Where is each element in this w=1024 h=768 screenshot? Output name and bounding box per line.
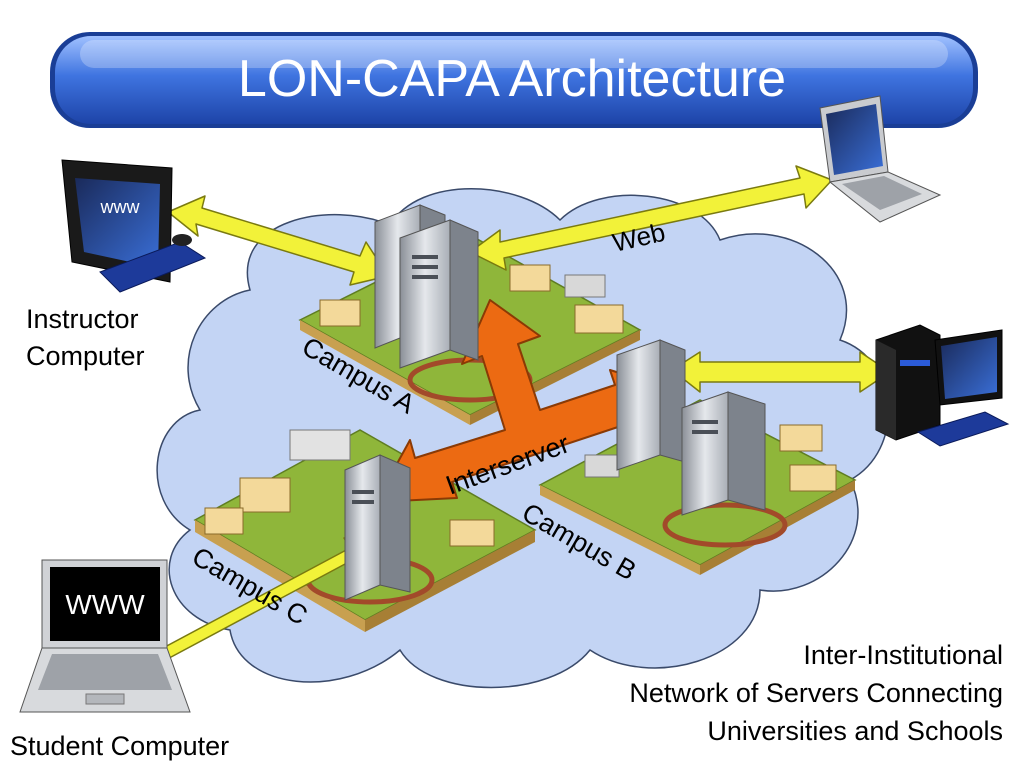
monitor-icon <box>934 329 1003 406</box>
interserver-arrow <box>375 299 669 503</box>
mouse-icon <box>172 234 192 246</box>
instructor-label-line2: Computer <box>26 341 145 371</box>
right-desktop <box>875 324 1010 447</box>
monitor-icon: www <box>61 159 173 283</box>
student-screen-text: WWW <box>65 589 145 620</box>
student-label: Student Computer <box>10 731 229 761</box>
page-title: LON-CAPA Architecture <box>238 50 786 108</box>
instructor-screen-text: www <box>100 197 141 217</box>
student-computer: WWW <box>19 559 191 713</box>
server-tower-icon <box>681 391 766 516</box>
desktop-tower-icon <box>875 324 941 441</box>
title-bar: LON-CAPA Architecture <box>50 32 978 128</box>
keyboard-icon <box>916 411 1010 447</box>
instructor-label-line1: Instructor <box>26 304 139 334</box>
instructor-computer: www <box>61 159 207 293</box>
web-arrows <box>124 165 891 683</box>
network-label-line3: Universities and Schools <box>707 716 1003 746</box>
campus-c-servers <box>344 454 411 601</box>
laptop-icon <box>819 95 942 223</box>
keyboard-icon <box>99 241 207 293</box>
server-tower-icon <box>344 454 411 601</box>
campus-a-servers <box>374 204 479 369</box>
network-label-line2: Network of Servers Connecting <box>629 678 1003 708</box>
campus-b-servers <box>616 339 766 516</box>
server-tower-icon <box>616 339 686 471</box>
network-label-line1: Inter-Institutional <box>803 640 1003 670</box>
top-right-laptop <box>819 95 942 223</box>
laptop-icon: WWW <box>19 559 191 713</box>
server-tower-icon <box>399 219 479 369</box>
